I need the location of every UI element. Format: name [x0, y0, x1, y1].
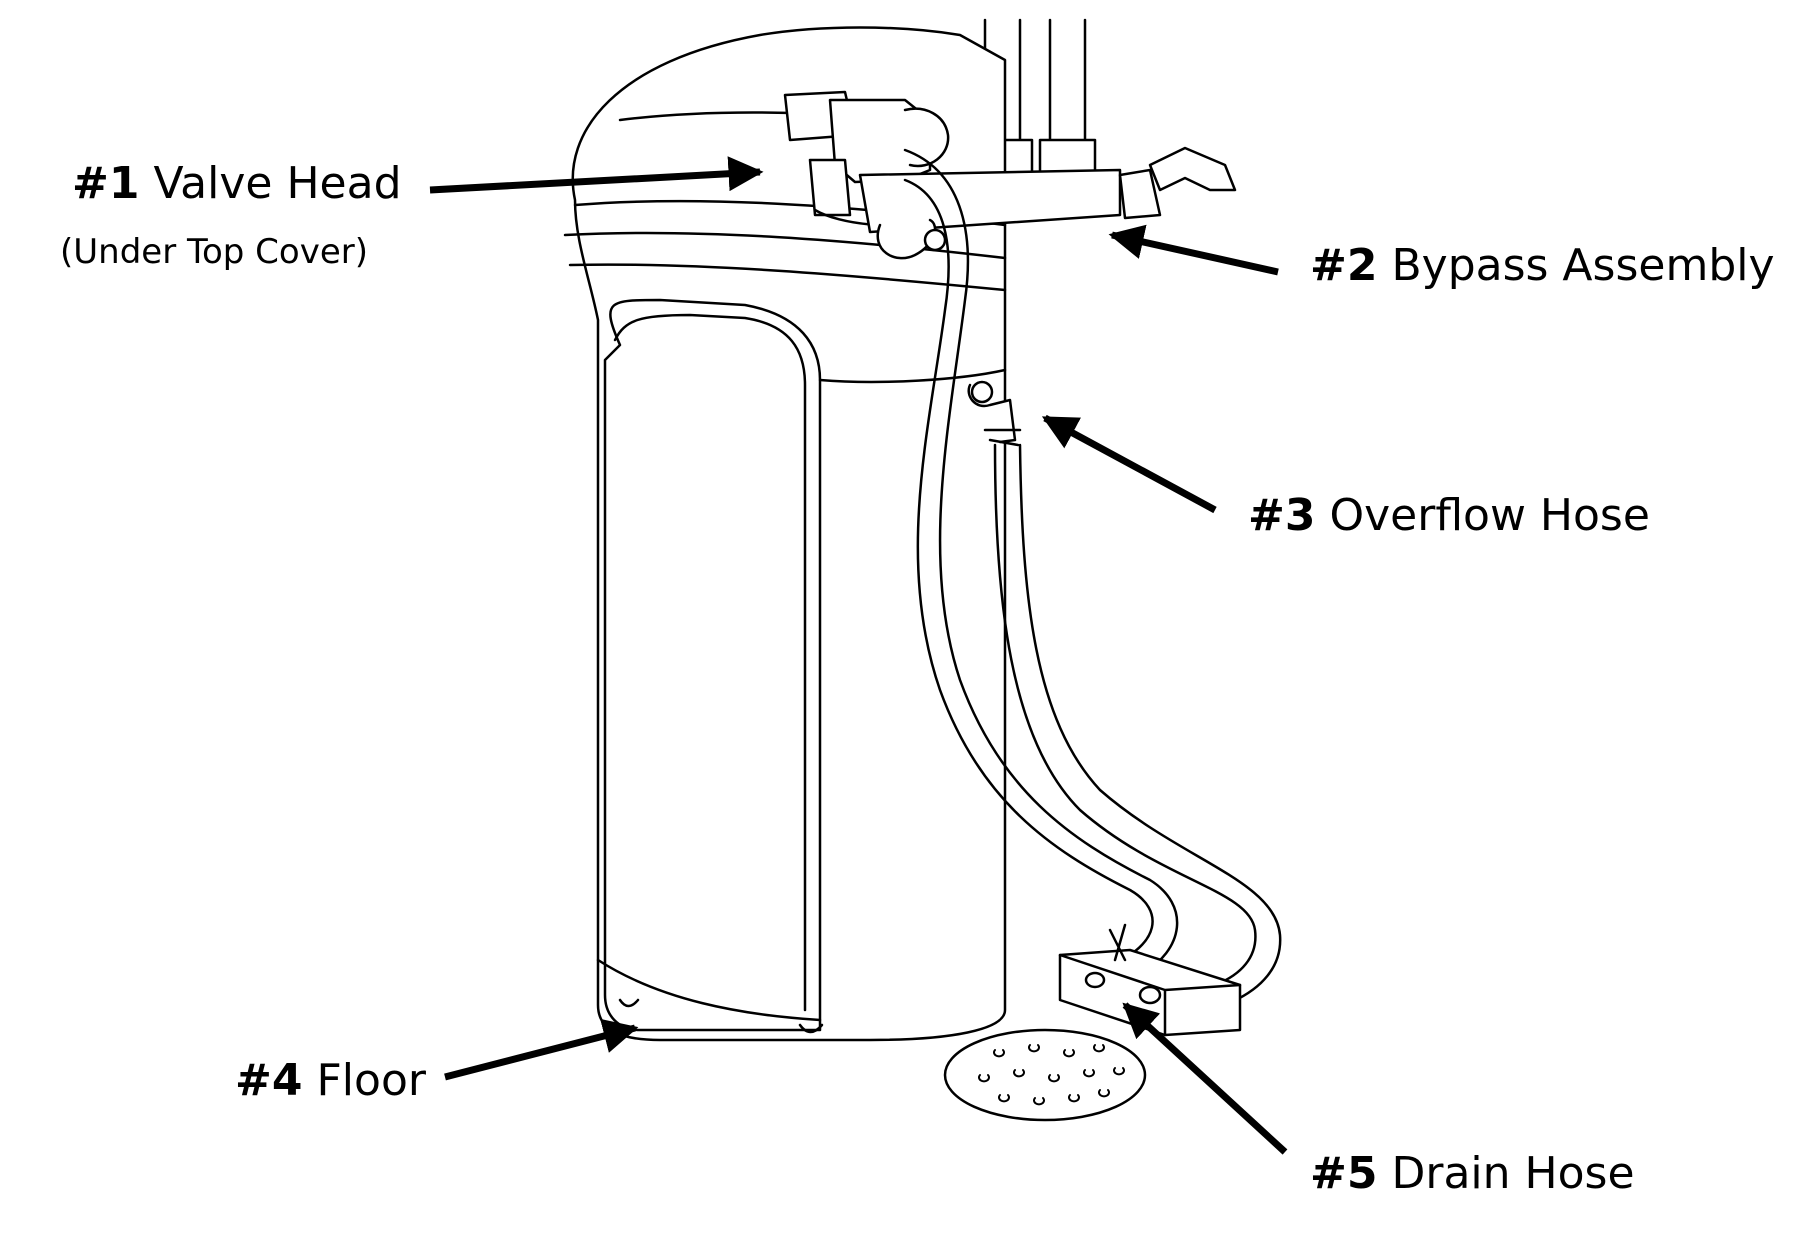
callout-arrows — [429, 156, 1288, 1155]
valve-head — [783, 90, 950, 227]
drain-hose — [903, 148, 1179, 977]
label-overflow-number: #3 — [1248, 490, 1316, 541]
arrow-valve-head — [429, 156, 764, 194]
drain-block — [1058, 923, 1242, 1037]
bypass-assembly — [858, 146, 1237, 260]
softener-tank — [563, 26, 1007, 1042]
arrow-bypass — [1108, 224, 1279, 276]
arrow-drain — [1122, 1002, 1288, 1155]
arrow-floor — [444, 1018, 639, 1081]
label-drain: #5 Drain Hose — [1310, 1148, 1635, 1199]
softener-drawing — [563, 18, 1282, 1122]
label-bypass-number: #2 — [1310, 240, 1378, 291]
label-valve-head: #1 Valve Head — [72, 158, 402, 209]
label-bypass: #2 Bypass Assembly — [1310, 240, 1775, 291]
label-drain-number: #5 — [1310, 1148, 1378, 1199]
label-bypass-name: Bypass Assembly — [1391, 240, 1775, 291]
label-floor-number: #4 — [235, 1055, 303, 1106]
overflow-elbow — [967, 380, 1022, 447]
label-floor-name: Floor — [316, 1055, 426, 1106]
label-floor: #4 Floor — [235, 1055, 426, 1106]
label-overflow: #3 Overflow Hose — [1248, 490, 1650, 541]
label-overflow-name: Overflow Hose — [1329, 490, 1650, 541]
overflow-hose — [993, 443, 1282, 1017]
floor-drain — [943, 1028, 1147, 1122]
label-valve-head-name: Valve Head — [153, 158, 402, 209]
label-drain-name: Drain Hose — [1391, 1148, 1635, 1199]
label-valve-head-number: #1 — [72, 158, 140, 209]
label-valve-head-sub: (Under Top Cover) — [60, 232, 368, 272]
arrow-overflow — [1041, 414, 1217, 514]
